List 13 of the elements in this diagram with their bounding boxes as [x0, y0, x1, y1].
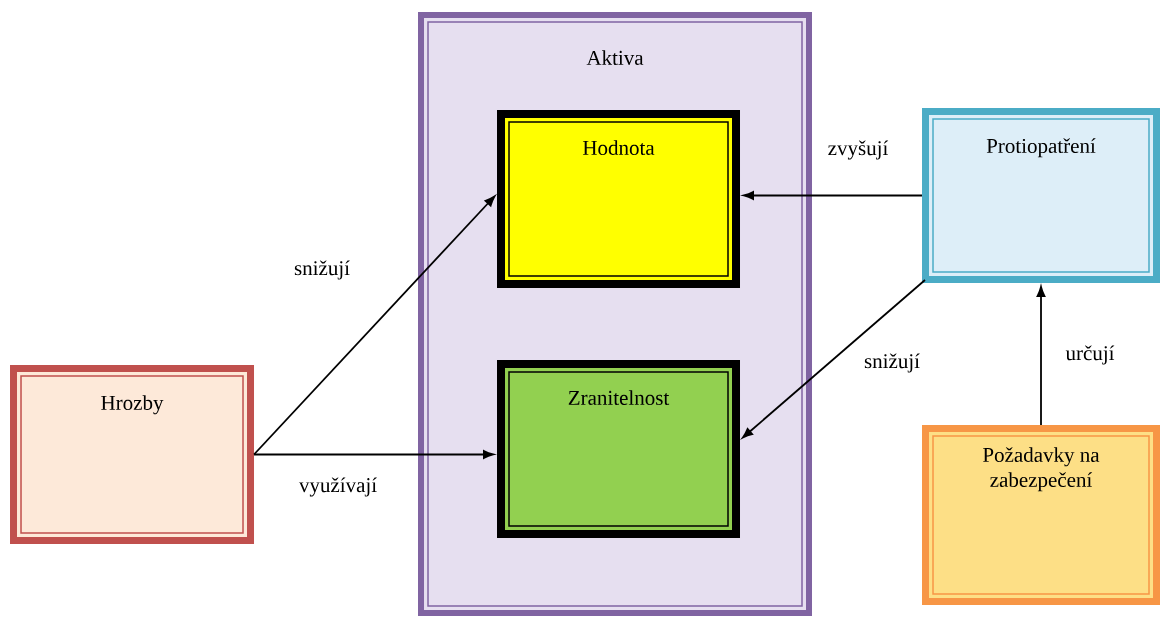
edge-label: využívají: [297, 476, 379, 498]
process-box: Požadavky na zabezpečení: [922, 425, 1160, 605]
process-box: Hodnota: [497, 110, 740, 288]
arrow: [253, 195, 496, 456]
edge-label: snižují: [863, 352, 921, 374]
process-box: Protiopatření: [922, 108, 1160, 283]
edge-label: určují: [1064, 344, 1116, 366]
process-box: Zranitelnost: [497, 360, 740, 538]
arrow: [1036, 286, 1046, 426]
edge-label: snižují: [293, 259, 351, 281]
process-box: Hrozby: [10, 365, 254, 544]
arrow: [742, 279, 926, 439]
edge-label: zvyšují: [826, 139, 890, 161]
